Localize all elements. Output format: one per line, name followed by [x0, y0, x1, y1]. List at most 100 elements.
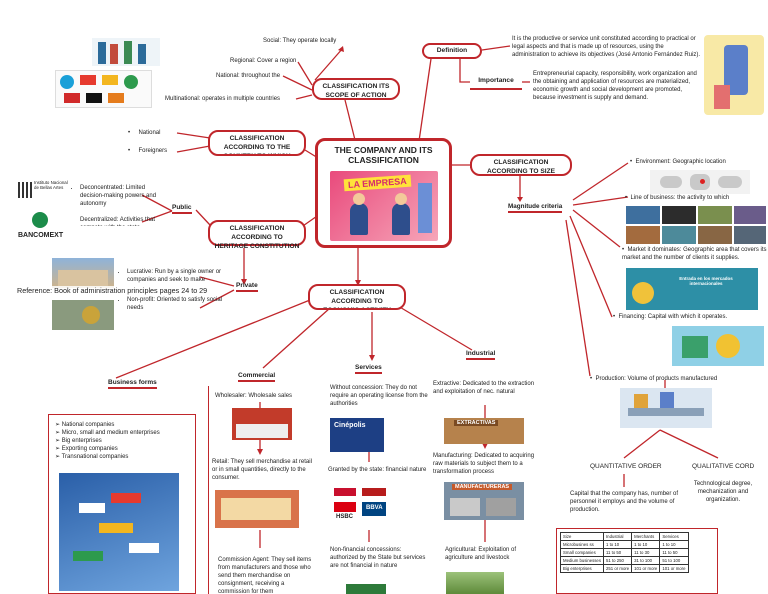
importance-label: Importance — [478, 77, 514, 84]
economic-label: CLASSIFICATION ACCORDING TO ECONOMIC ACT… — [323, 289, 391, 308]
public-label: Public — [172, 204, 192, 214]
size-item: • Market it dominates: Geographic area t… — [622, 247, 767, 262]
industrial-item: Manufacturing: Dedicated to acquiring ra… — [433, 453, 535, 476]
table-row: Big enterprises 251 or more 101 or more … — [560, 564, 689, 573]
table-row: Small companies 11 to 50 11 to 30 11 to … — [560, 548, 689, 557]
definition-text: It is the productive or service unit con… — [512, 36, 701, 59]
commercial-item: Wholesaler: Wholesale sales — [215, 393, 293, 399]
commercial-item: Commission Agent: They sell items from m… — [218, 557, 312, 594]
world-map-image — [650, 170, 750, 194]
production-image — [620, 388, 712, 428]
country-item: • Foreigners — [128, 148, 168, 154]
scope-item: Regional: Cover a region — [230, 58, 297, 64]
importance-text: Entrepreneurial capacity, responsibility… — [533, 71, 697, 102]
person-icon — [395, 193, 407, 205]
services-label: Services — [355, 364, 382, 374]
size-item-label: Production: Volume of products manufactu… — [595, 376, 718, 382]
definition-node: Definition — [422, 43, 482, 59]
size-item-label: Market it dominates: Geographic area tha… — [622, 247, 767, 262]
business-form-item: ➢ Micro, small and medium enterprises — [55, 430, 160, 437]
commercial-frame — [208, 386, 314, 594]
wholesale-store-image — [232, 408, 292, 440]
scope-label: CLASSIFICATION ITS SCOPE OF ACTION — [322, 83, 390, 99]
table-cell: 101 or more — [631, 564, 661, 573]
table-row: Medium businesses 51 to 250 31 to 100 51… — [560, 556, 689, 565]
private-items: Lucrative: Run by a single owner or comp… — [117, 268, 227, 313]
table-cell: 1 to 10 — [659, 540, 689, 549]
heritage-label: CLASSIFICATION ACCORDING TO HERITAGE CON… — [214, 225, 300, 250]
table-cell: 101 or more — [659, 564, 689, 573]
center-title: THE COMPANY AND ITS CLASSIFICATION — [334, 145, 433, 166]
size-item: • Production: Volume of products manufac… — [590, 376, 718, 382]
magnitude-criteria-label: Magnitude criteria — [508, 203, 563, 213]
business-form-label: Big enterprises — [61, 438, 102, 445]
qualitative-label: QUALITATIVE CORD — [692, 463, 755, 470]
size-item-label: Environment: Geographic location — [635, 159, 726, 165]
scope-people-image — [92, 38, 160, 66]
scope-item: Social: They operate locally — [263, 38, 337, 44]
building-icon — [418, 183, 432, 233]
retail-store-image — [215, 490, 299, 528]
manufacturing-image-label: MANUFACTURERAS — [452, 484, 513, 490]
table-cell: 251 or more — [602, 564, 633, 573]
business-photos-image — [626, 206, 766, 244]
business-forms-label: Business forms — [108, 379, 157, 389]
industrial-item: Agricultural: Exploitation of agricultur… — [445, 547, 517, 562]
concession-image — [346, 584, 386, 594]
public-items: Deconcentrated: Limited decision-making … — [70, 184, 170, 227]
country-label: CLASSIFICATION ACCORDING TO THE COUNTRY … — [223, 135, 291, 154]
bancomext-label: BANCOMEXT — [18, 232, 64, 239]
services-item: Granted by the state: financial nature — [328, 467, 427, 473]
industrial-label: Industrial — [466, 350, 496, 360]
quantitative-label: QUANTITATIVE ORDER — [590, 463, 662, 470]
size-node: CLASSIFICATION ACCORDING TO SIZE — [470, 154, 572, 176]
business-form-item: ➢ Big enterprises — [55, 438, 102, 445]
table-cell: Small companies — [560, 548, 604, 557]
company-logos-map-image — [59, 473, 179, 591]
cinepolis-sign: Cinépolis — [334, 422, 366, 429]
industrial-item: Extractive: Dedicated to the extraction … — [433, 381, 535, 396]
table-cell: 51 to 250 — [602, 556, 633, 565]
table-header: Size — [560, 532, 604, 541]
table-cell: 51 to 100 — [659, 556, 689, 565]
extractive-image-label: EXTRACTIVAS — [454, 420, 499, 426]
business-form-label: Transnational companies — [61, 454, 129, 461]
heritage-node: CLASSIFICATION ACCORDING TO HERITAGE CON… — [208, 220, 306, 250]
person-icon — [353, 193, 365, 205]
bank-building-image — [52, 258, 114, 288]
financing-image — [672, 326, 764, 366]
public-item: Deconcentrated: Limited decision-making … — [80, 184, 170, 208]
business-forms-frame: ➢ National companies ➢ Micro, small and … — [48, 414, 196, 594]
services-item: Without concession: They do not require … — [330, 385, 428, 408]
business-forms-list: ➢ National companies ➢ Micro, small and … — [55, 421, 195, 461]
scope-item: Multinational: operates in multiple coun… — [165, 96, 281, 102]
size-item: • Environment: Geographic location — [630, 159, 726, 165]
university-image — [52, 300, 114, 330]
size-item-label: Financing: Capital with which it operate… — [618, 314, 728, 320]
importance-node: Importance — [470, 76, 522, 90]
table-cell: 11 to 50 — [659, 548, 689, 557]
hsbc-logo: HSBC — [336, 514, 354, 520]
bellas-artes-label: Instituto Nacional de Bellas Artes — [34, 180, 68, 191]
marketing-illustration — [704, 35, 764, 115]
business-form-label: Micro, small and medium enterprises — [61, 430, 160, 437]
business-form-label: National companies — [61, 422, 115, 428]
country-item: • National — [128, 130, 161, 136]
size-item-label: Line of business: the activity to which — [630, 195, 730, 201]
bellas-artes-logo: Instituto Nacional de Bellas Artes — [18, 180, 68, 202]
business-form-item: ➢ Exporting companies — [55, 446, 118, 453]
table-row: Microbusines ss 1 to 10 1 to 10 1 to 10 — [560, 540, 689, 549]
table-cell: Microbusines ss — [560, 540, 604, 549]
table-cell: 1 to 10 — [631, 540, 661, 549]
person-icon — [392, 203, 410, 235]
manufacturing-image: MANUFACTURERAS — [444, 482, 524, 520]
table-cell: 11 to 30 — [631, 548, 661, 557]
person-icon — [350, 203, 368, 235]
private-item: Lucrative: Run by a single owner or comp… — [127, 268, 227, 284]
reference-text: Reference: Book of administration princi… — [17, 286, 208, 296]
scope-logos-image — [55, 70, 152, 108]
private-item: Non-profit: Oriented to satisfy social n… — [127, 296, 227, 312]
size-table: Size Industrial Merchants Services Micro… — [560, 532, 689, 573]
quantitative-text: Capital that the company has, number of … — [570, 491, 679, 514]
